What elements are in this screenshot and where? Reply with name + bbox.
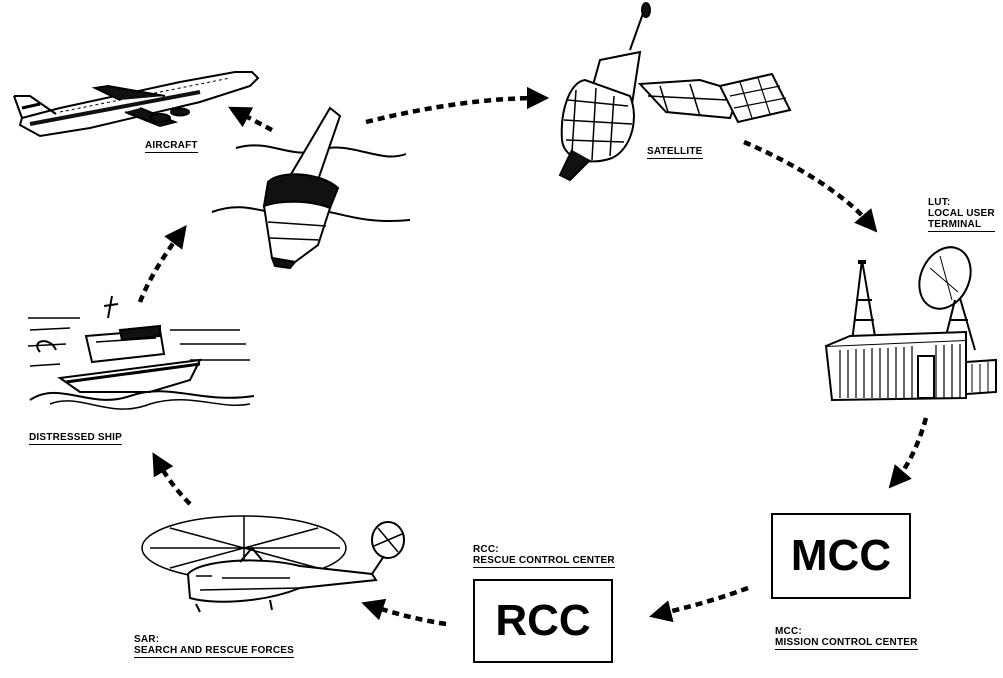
satellite-label: SATELLITE: [647, 146, 703, 159]
arrow-satellite-to-lut: [743, 139, 878, 233]
aircraft-label: AIRCRAFT: [145, 140, 198, 153]
arrow-mcc-to-rcc: [649, 585, 749, 623]
rcc-full: RESCUE CONTROL CENTER: [473, 555, 615, 568]
sar-label: SAR: SEARCH AND RESCUE FORCES: [134, 634, 295, 658]
aircraft-illustration: [13, 71, 260, 138]
rcc-box-text: RCC: [495, 596, 591, 645]
lut-abbrev: LUT:: [928, 197, 951, 208]
distressed-ship-label: DISTRESSED SHIP: [29, 432, 123, 445]
distressed-ship-text: DISTRESSED SHIP: [29, 432, 123, 445]
arrow-helicopter-to-ship: [152, 452, 192, 506]
helicopter-illustration: [141, 515, 405, 613]
mcc-box-text: MCC: [790, 531, 892, 580]
ship-illustration: [27, 295, 255, 410]
mcc-box: MCC: [771, 513, 911, 599]
arrow-beacon-to-satellite: [365, 86, 550, 125]
mcc-full: MISSION CONTROL CENTER: [775, 637, 918, 650]
rcc-abbrev: RCC:: [473, 544, 499, 555]
mcc-abbrev: MCC:: [775, 626, 802, 637]
lut-illustration: [824, 246, 997, 402]
arrow-beacon-to-aircraft: [228, 106, 274, 132]
satellite-illustration: [558, 2, 792, 182]
arrow-lut-to-mcc: [888, 417, 929, 489]
sar-abbrev: SAR:: [134, 634, 160, 645]
aircraft-label-text: AIRCRAFT: [145, 140, 198, 153]
sar-full: SEARCH AND RESCUE FORCES: [134, 645, 295, 658]
lut-line1: LOCAL USER: [928, 208, 995, 219]
arrow-rcc-to-helicopter: [361, 598, 447, 627]
rcc-label: RCC: RESCUE CONTROL CENTER: [473, 544, 615, 568]
lut-label: LUT: LOCAL USER TERMINAL: [928, 197, 995, 232]
beacon-illustration: [211, 106, 411, 270]
mcc-label: MCC: MISSION CONTROL CENTER: [775, 626, 918, 650]
arrow-ship-to-beacon: [137, 224, 187, 303]
satellite-label-text: SATELLITE: [647, 146, 703, 159]
flow-arrows: [137, 86, 929, 627]
lut-line2: TERMINAL: [928, 219, 995, 232]
rcc-box: RCC: [473, 579, 613, 663]
